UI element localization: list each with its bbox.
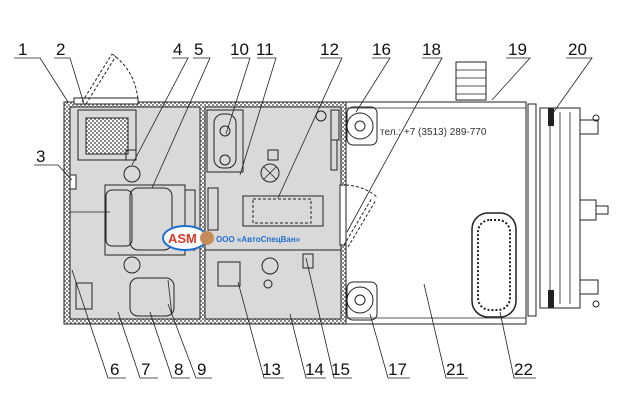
callout-11: 11 xyxy=(256,40,274,59)
phone-text: тел.: +7 (3513) 289-770 xyxy=(380,127,487,138)
wheel-wells xyxy=(346,106,378,321)
doors xyxy=(73,53,379,248)
company-logo: ASM ООО «АвтоСпецВан» xyxy=(162,225,301,251)
left-compartment xyxy=(69,109,196,318)
callout-18: 18 xyxy=(422,40,441,59)
lamp xyxy=(123,165,141,183)
callout-10: 10 xyxy=(230,40,249,59)
cab xyxy=(527,103,609,317)
callout-22: 22 xyxy=(514,360,533,379)
spare-wheel xyxy=(471,212,517,318)
callout-9: 9 xyxy=(197,360,206,379)
callout-4: 4 xyxy=(173,40,182,59)
callout-15: 15 xyxy=(331,360,350,379)
callout-numbers: 1 2 3 4 5 6 7 8 9 10 11 12 13 14 15 16 1… xyxy=(18,40,587,379)
callout-14: 14 xyxy=(305,360,324,379)
callout-20: 20 xyxy=(568,40,587,59)
callout-2: 2 xyxy=(56,40,65,59)
callout-21: 21 xyxy=(446,360,465,379)
callout-19: 19 xyxy=(508,40,527,59)
stove xyxy=(77,109,137,161)
callout-5: 5 xyxy=(194,40,203,59)
sink xyxy=(206,109,244,173)
logo-company: ООО «АвтоСпецВан» xyxy=(216,235,301,244)
callout-17: 17 xyxy=(388,360,407,379)
callout-12: 12 xyxy=(320,40,339,59)
callout-8: 8 xyxy=(174,360,183,379)
table xyxy=(242,195,324,227)
callout-1: 1 xyxy=(18,40,27,59)
seat-2 xyxy=(129,277,175,317)
callout-3: 3 xyxy=(36,147,45,166)
seat xyxy=(129,187,173,251)
logo-mark: ASM xyxy=(168,231,197,246)
chair xyxy=(217,261,241,287)
callout-13: 13 xyxy=(262,360,281,379)
callout-16: 16 xyxy=(372,40,391,59)
callout-6: 6 xyxy=(110,360,119,379)
right-compartment xyxy=(206,109,340,289)
callout-7: 7 xyxy=(141,360,150,379)
box xyxy=(75,282,93,310)
ladder xyxy=(455,61,487,101)
leader-lines xyxy=(14,57,593,379)
